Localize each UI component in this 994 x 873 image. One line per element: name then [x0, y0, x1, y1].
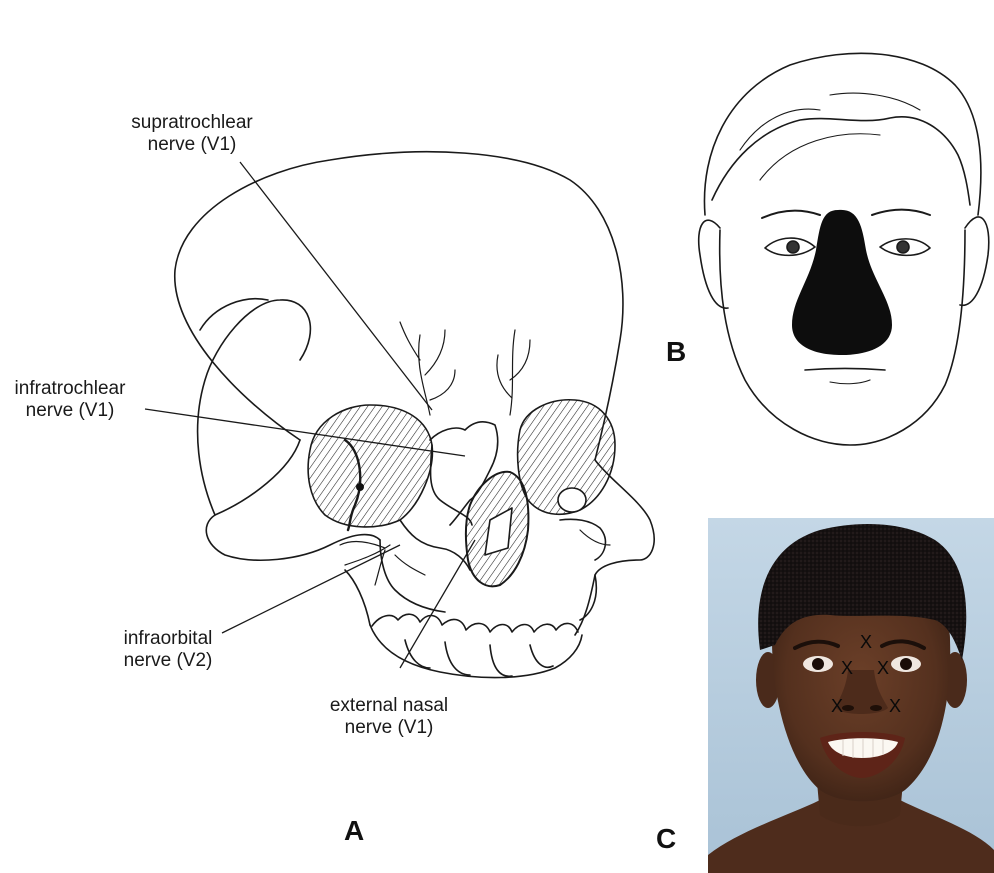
- leader-external-nasal: [400, 540, 475, 668]
- injection-mark-left-canthus: X: [841, 658, 853, 678]
- panel-label-b: B: [666, 336, 686, 368]
- patient-photograph: [708, 518, 994, 873]
- skull-cranium-outline: [175, 152, 654, 620]
- panel-label-c: C: [656, 823, 676, 855]
- leader-infraorbital: [222, 545, 400, 633]
- supratrochlear-nerve-branches: [400, 322, 530, 415]
- hair-outline: [704, 53, 980, 215]
- label-leader-lines: [145, 162, 475, 668]
- label-external-nasal-nerve: external nasal nerve (V1): [314, 695, 464, 739]
- label-infraorbital-nerve: infraorbital nerve (V2): [108, 628, 228, 672]
- nerve-block-area: [792, 210, 892, 355]
- skull-illustration: [175, 152, 654, 678]
- upper-teeth: [370, 625, 582, 678]
- injection-mark-left-ala: X: [831, 696, 843, 716]
- label-infratrochlear-nerve: infratrochlear nerve (V1): [2, 378, 138, 422]
- left-orbit: [308, 405, 432, 527]
- injection-mark-right-ala: X: [889, 696, 901, 716]
- leader-supratrochlear: [240, 162, 432, 410]
- panel-label-a: A: [344, 815, 364, 847]
- injection-mark-glabella: X: [860, 632, 872, 652]
- mouth-line: [805, 369, 885, 371]
- left-ear: [699, 220, 728, 308]
- label-supratrochlear-nerve: supratrochlear nerve (V1): [112, 112, 272, 156]
- injection-mark-right-canthus: X: [877, 658, 889, 678]
